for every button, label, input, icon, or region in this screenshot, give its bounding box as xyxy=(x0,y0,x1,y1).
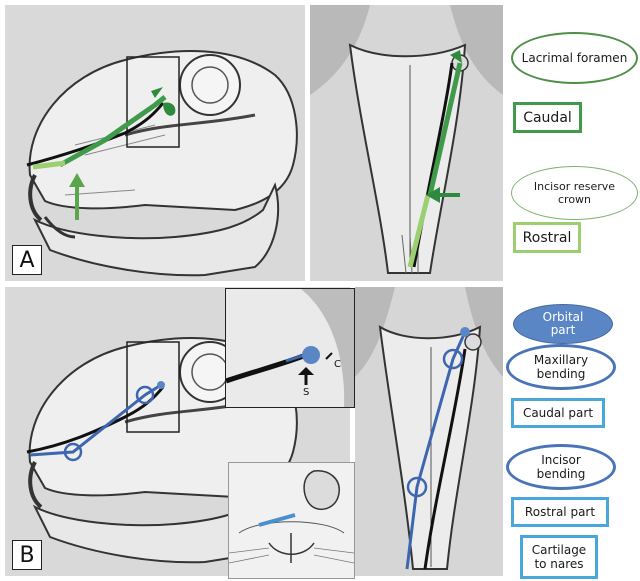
skull-dorsal-drawing-b xyxy=(355,287,503,576)
panel-b-dorsal-view xyxy=(355,287,503,576)
legend-incisor-reserve-crown: Incisor reserve crown xyxy=(511,166,638,220)
legend-cartilage-to-nares: Cartilage to nares xyxy=(520,535,598,579)
legend-caudal-label: Caudal xyxy=(523,110,572,126)
legend-incisor-bending-label: Incisor bending xyxy=(531,453,591,481)
panel-divider xyxy=(0,282,505,286)
legend-caudal: Caudal xyxy=(513,102,582,133)
legend-orbital-part-label: Orbital part xyxy=(532,311,594,337)
legend-rostral: Rostral xyxy=(513,222,581,253)
rabbit-nose-drawing xyxy=(229,463,354,578)
legend-lacrimal-foramen-label: Lacrimal foramen xyxy=(522,51,628,65)
legend-caudal-part: Caudal part xyxy=(511,398,605,428)
panel-a-dorsal-view xyxy=(310,5,503,281)
legend-maxillary-bending: Maxillary bending xyxy=(506,344,616,390)
skull-lateral-drawing-a xyxy=(5,5,305,281)
panel-a-lateral-view: A xyxy=(5,5,305,281)
legend-lacrimal-foramen: Lacrimal foramen xyxy=(511,32,638,84)
legend-incisor-bending: Incisor bending xyxy=(506,444,616,490)
panel-a-label: A xyxy=(12,245,42,275)
legend-rostral-part-label: Rostral part xyxy=(525,505,595,519)
legend-cartilage-to-nares-label: Cartilage to nares xyxy=(529,543,589,571)
legend-maxillary-bending-label: Maxillary bending xyxy=(523,353,599,381)
legend-orbital-part: Orbital part xyxy=(513,304,613,344)
legend-caudal-part-label: Caudal part xyxy=(523,406,593,420)
panel-b-label: B xyxy=(12,540,42,570)
legend-incisor-reserve-crown-label: Incisor reserve crown xyxy=(524,180,625,206)
nose-inset xyxy=(228,462,355,579)
inset-drawing xyxy=(226,289,354,407)
skull-dorsal-drawing-a xyxy=(310,5,503,281)
zoom-inset-lacrimal: C S xyxy=(225,288,355,408)
legend-rostral-part: Rostral part xyxy=(511,497,609,527)
inset-label-s: S xyxy=(303,387,309,398)
legend-rostral-label: Rostral xyxy=(523,230,572,246)
inset-label-c: C xyxy=(334,359,341,370)
